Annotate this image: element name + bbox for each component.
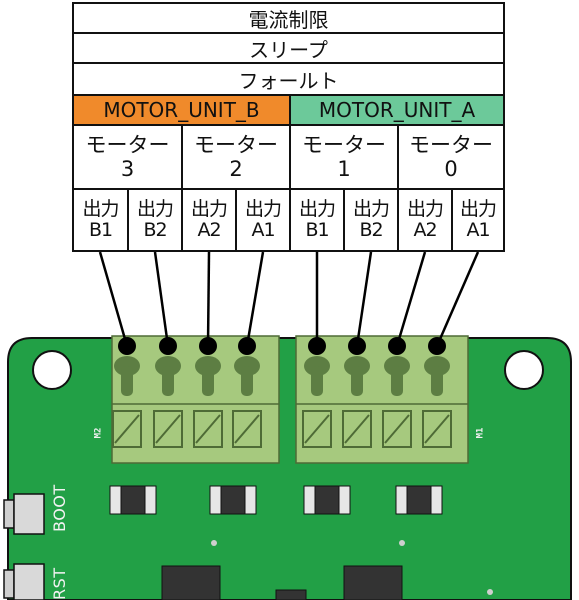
output-cell: 出力 B1 [289, 188, 345, 252]
mounting-hole-right [504, 350, 544, 390]
via-1 [211, 540, 217, 546]
motor-3-label: モーター [85, 133, 170, 157]
output-pin: B2 [143, 219, 167, 241]
output-pin: B1 [305, 219, 329, 241]
terminal-pin-5 [302, 356, 332, 448]
wire-3 [206, 251, 211, 347]
output-pin: A1 [251, 219, 275, 241]
inductor-3 [303, 485, 351, 515]
output-label: 出力 [459, 198, 497, 220]
mounting-hole-left [32, 350, 72, 390]
output-label: 出力 [406, 198, 444, 220]
output-label: 出力 [136, 198, 174, 220]
wire-4 [245, 251, 265, 347]
terminal-pin-1 [112, 356, 142, 448]
output-pin: A1 [466, 219, 490, 241]
wire-endpoint-3 [199, 337, 217, 355]
terminal-pin-8 [422, 356, 452, 448]
wire-2 [153, 251, 170, 347]
wire-6 [355, 251, 373, 347]
output-cell: 出力 A1 [235, 188, 291, 252]
wire-8 [435, 251, 480, 347]
motor-0-cell: モーター 0 [397, 124, 505, 190]
wire-endpoint-5 [308, 337, 326, 355]
output-cell: 出力 A2 [181, 188, 237, 252]
motor-unit-a-header: MOTOR_UNIT_A [289, 94, 505, 126]
terminal-pin-2 [153, 356, 183, 448]
motor-3-cell: モーター 3 [72, 124, 183, 190]
motor-1-cell: モーター 1 [289, 124, 399, 190]
wire-endpoint-7 [388, 337, 406, 355]
connector-label-m2: M2 [93, 427, 104, 439]
output-pin: B2 [359, 219, 383, 241]
wire-endpoint-8 [428, 337, 446, 355]
reset-button [3, 563, 45, 600]
boot-button [3, 493, 45, 535]
via-3 [487, 589, 493, 595]
motor-2-label: モーター [194, 133, 278, 157]
motor-unit-b-header: MOTOR_UNIT_B [72, 94, 291, 126]
output-label: 出力 [244, 198, 282, 220]
fault-row: フォールト [72, 62, 505, 96]
output-label: 出力 [298, 198, 336, 220]
output-pin: B1 [88, 219, 113, 241]
motor-2-number: 2 [229, 157, 243, 181]
terminal-pin-4 [232, 356, 262, 448]
motor-3-number: 3 [120, 157, 135, 181]
inductor-4 [395, 485, 443, 515]
output-label: 出力 [190, 198, 228, 220]
wire-endpoint-4 [238, 337, 256, 355]
wire-endpoint-2 [159, 337, 177, 355]
pcb-board [7, 337, 572, 600]
current-limit-row: 電流制限 [72, 2, 505, 34]
boot-label: BOOT [50, 484, 69, 532]
sleep-row: スリープ [72, 32, 505, 64]
smd-components [109, 485, 493, 600]
driver-chip-2 [343, 565, 403, 600]
reset-label: RST [50, 567, 69, 600]
wire-7 [395, 251, 427, 347]
output-cell: 出力 B2 [343, 188, 399, 252]
motor-0-number: 0 [444, 157, 458, 181]
output-cell: 出力 B2 [127, 188, 183, 252]
output-cell: 出力 B1 [72, 188, 129, 252]
wire-endpoint-1 [118, 337, 136, 355]
terminal-pin-7 [382, 356, 412, 448]
output-cell: 出力 A2 [397, 188, 453, 252]
output-label: 出力 [82, 198, 119, 220]
inductor-1 [109, 485, 157, 515]
driver-chip-1 [161, 565, 221, 600]
output-pin: A2 [413, 219, 437, 241]
output-cell: 出力 A1 [451, 188, 505, 252]
motor-1-label: モーター [302, 133, 386, 157]
inductor-2 [209, 485, 257, 515]
via-2 [399, 540, 405, 546]
wire-1 [98, 251, 129, 347]
motor-1-number: 1 [337, 157, 351, 181]
wire-endpoint-6 [348, 337, 366, 355]
small-part [275, 589, 307, 600]
terminal-pin-6 [342, 356, 372, 448]
terminal-pin-3 [193, 356, 223, 448]
motor-2-cell: モーター 2 [181, 124, 291, 190]
connector-label-m1: M1 [475, 427, 486, 439]
output-label: 出力 [352, 198, 390, 220]
motor-0-label: モーター [409, 133, 493, 157]
output-pin: A2 [197, 219, 221, 241]
